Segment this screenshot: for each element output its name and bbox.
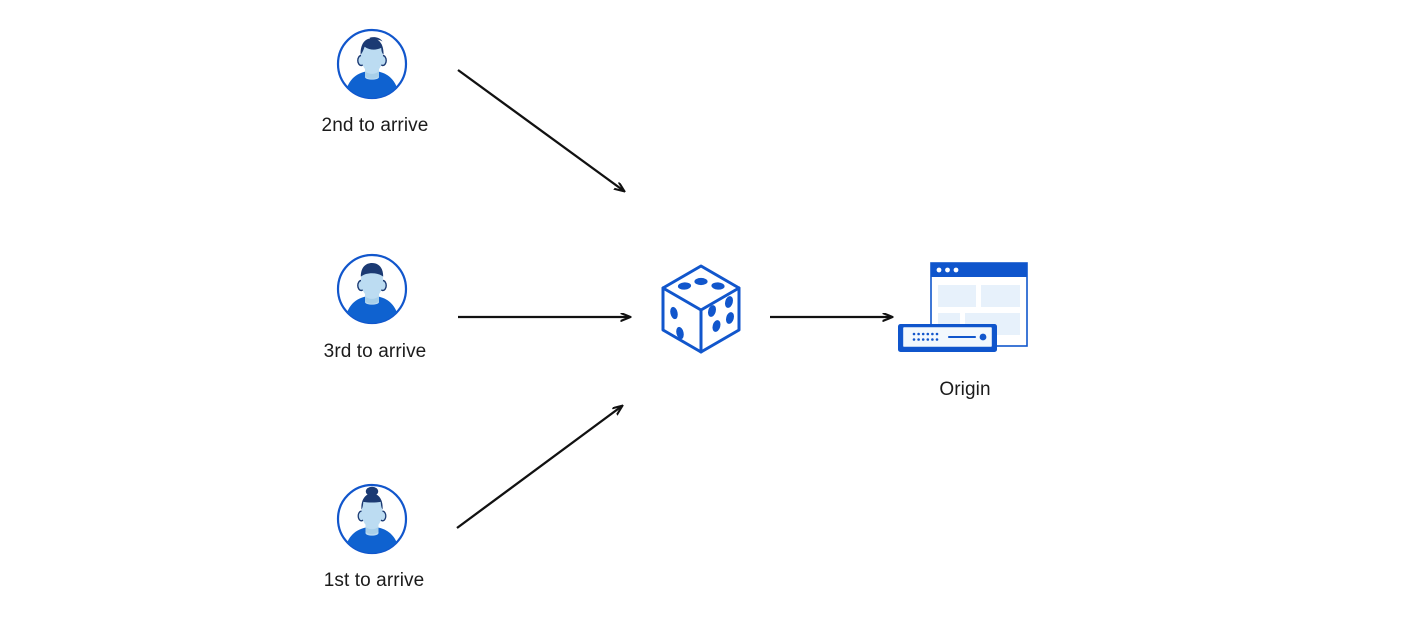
origin-server-icon [898, 262, 1028, 352]
origin-label: Origin [939, 379, 991, 400]
dice-node[interactable] [658, 262, 744, 354]
client-avatar-1st[interactable] [335, 482, 409, 556]
server-rack-icon [898, 324, 997, 352]
client-avatar-2nd[interactable] [335, 27, 409, 101]
client-label-1st: 1st to arrive [323, 570, 425, 591]
client-label-3rd: 3rd to arrive [323, 341, 427, 362]
client-avatar-3rd[interactable] [335, 252, 409, 326]
user-avatar-female-icon [336, 483, 408, 555]
user-avatar-male-icon [336, 28, 408, 100]
arrow-2nd-to-dice [457, 69, 624, 191]
dice-icon [661, 264, 741, 354]
origin-node[interactable] [895, 255, 1035, 365]
arrow-1st-to-dice [456, 406, 622, 529]
user-avatar-male-icon [336, 253, 408, 325]
client-label-2nd: 2nd to arrive [321, 115, 429, 136]
